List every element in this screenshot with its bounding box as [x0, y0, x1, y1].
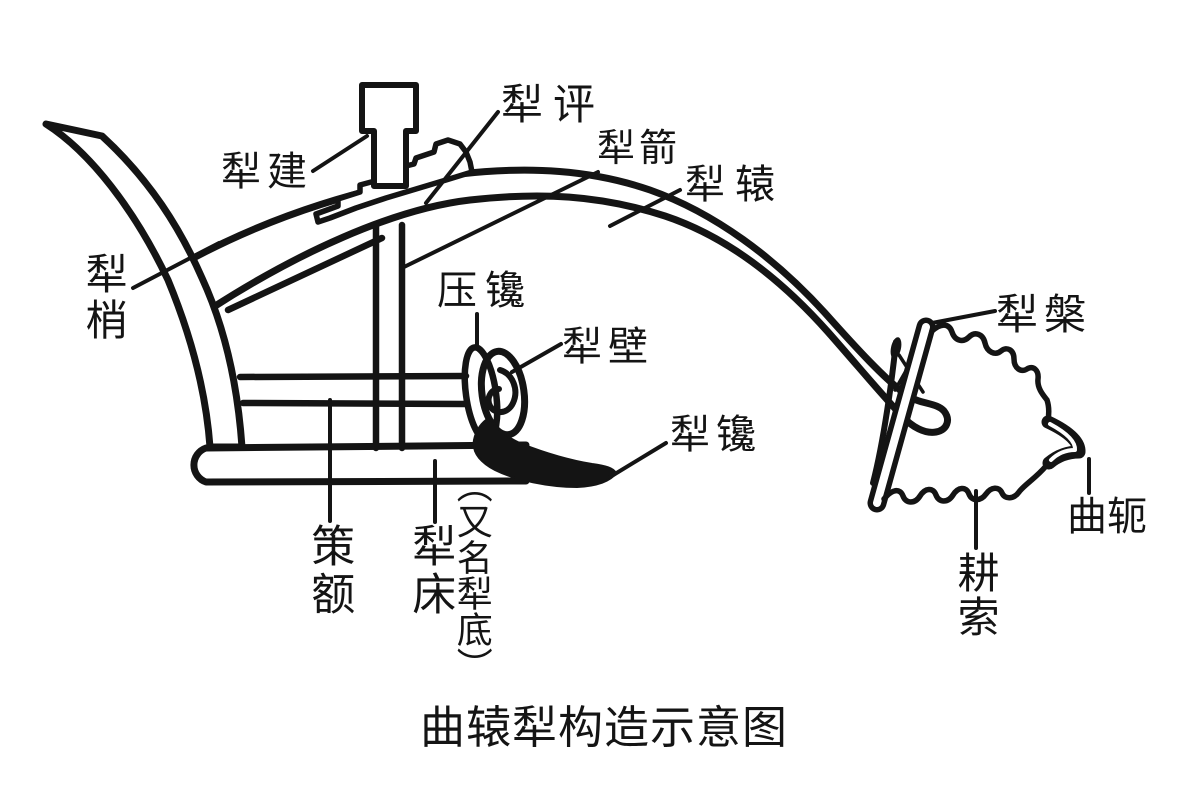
adjust-knob: [359, 82, 419, 189]
plow-sole: [190, 441, 530, 486]
label-ya-chan: 压镵: [437, 268, 533, 313]
leader-li-ping: [424, 110, 500, 205]
leader-li-bi: [510, 342, 563, 374]
label-li-yuan: 犁辕: [685, 162, 785, 207]
label-li-ping: 犁评: [501, 83, 606, 129]
label-li-jian-pin: 犁建: [221, 149, 313, 194]
label-li-bi: 犁壁: [562, 324, 654, 369]
label-li-shao: 犁梢: [79, 252, 126, 344]
label-li-jian-arrow: 犁箭: [597, 128, 682, 170]
label-qu-e: 曲轭: [1067, 494, 1147, 539]
plow-shaft-post: [372, 221, 406, 452]
pan-bar-fill: [873, 323, 930, 507]
rope-top: [929, 322, 1052, 423]
leader-li-yuan: [608, 188, 682, 228]
label-ce-e: 策额: [304, 523, 354, 619]
leader-li-chan: [608, 441, 668, 479]
plow-handle: [42, 120, 246, 451]
label-li-chuang: 犁床: [405, 523, 455, 619]
label-li-chan: 犁镵: [670, 412, 762, 457]
beam-brace: [224, 234, 386, 314]
label-li-chuang-alias: （又名犁底）: [451, 467, 492, 683]
plowshare-blade: [472, 417, 617, 488]
leader-li-jian-arrow: [402, 170, 600, 269]
leader-li-jian-pin: [311, 134, 369, 173]
pan-assembly: [867, 317, 1086, 513]
label-li-pan: 犁槃: [996, 293, 1093, 339]
plow-beam: [182, 166, 951, 436]
yoke-fill: [1048, 422, 1077, 462]
moldboard-disc-front: [477, 347, 529, 439]
leader-li-shao: [131, 241, 221, 290]
cross-bar: [236, 372, 470, 408]
leader-li-pan: [930, 309, 997, 325]
rope-bottom: [881, 463, 1049, 505]
figure-caption: 曲辕犁构造示意图: [420, 703, 789, 753]
label-geng-suo: 耕索: [951, 551, 998, 639]
moldboard-spiral: [485, 367, 519, 415]
leader-lines: [131, 110, 1091, 550]
